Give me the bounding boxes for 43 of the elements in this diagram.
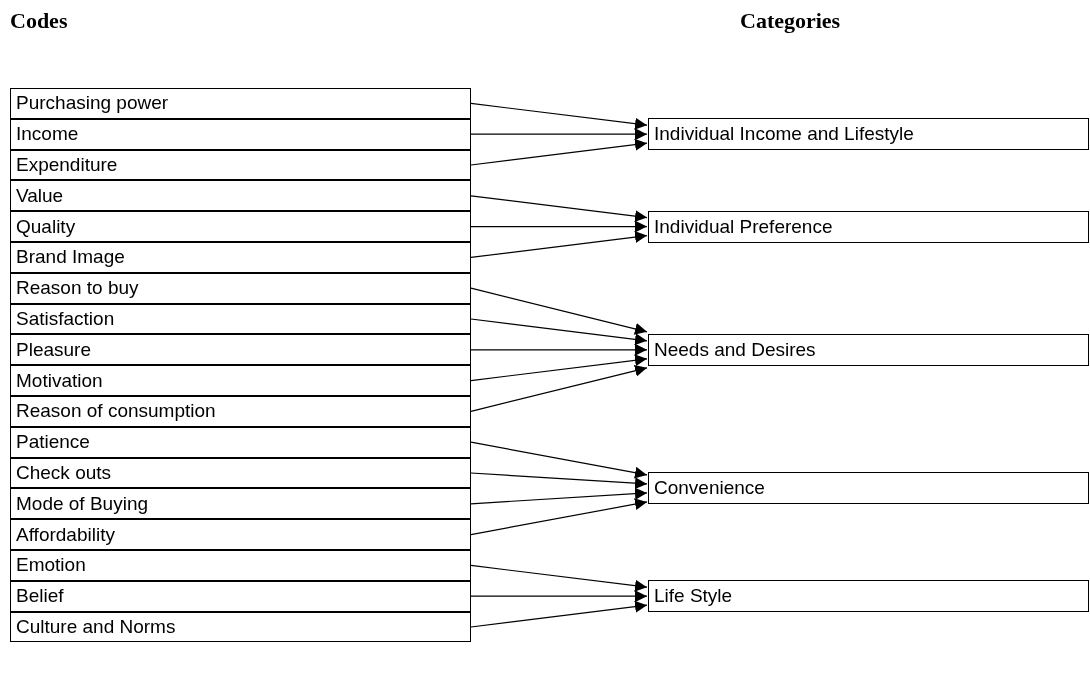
arrow (470, 600, 648, 628)
arrow (470, 195, 648, 223)
arrow (470, 102, 648, 130)
category-box: Individual Income and Lifestyle (648, 118, 1089, 151)
code-row: Satisfaction (10, 303, 471, 335)
code-row: Culture and Norms (10, 611, 471, 643)
code-row: Income (10, 118, 471, 150)
code-row: Patience (10, 426, 471, 458)
arrow (470, 564, 648, 592)
arrow (470, 472, 648, 490)
code-row: Pleasure (10, 334, 471, 366)
category-box: Individual Preference (648, 210, 1089, 243)
code-row: Brand Image (10, 242, 471, 273)
column-heading: Categories (740, 8, 841, 34)
arrow (470, 318, 648, 346)
code-row: Emotion (10, 550, 471, 581)
code-row: Check outs (10, 457, 471, 489)
arrow (470, 354, 648, 382)
code-row: Mode of Buying (10, 488, 471, 520)
code-row: Affordability (10, 519, 471, 550)
arrow (470, 590, 648, 603)
arrow (470, 287, 648, 335)
code-row: Purchasing power (10, 88, 471, 119)
category-box: Life Style (648, 580, 1089, 613)
arrow (470, 138, 648, 166)
code-row: Quality (10, 211, 471, 242)
arrow (470, 343, 648, 356)
code-row: Reason of consumption (10, 396, 471, 427)
column-heading: Codes (10, 8, 68, 34)
code-row: Expenditure (10, 149, 471, 181)
code-row: Value (10, 180, 471, 212)
category-box: Needs and Desires (648, 333, 1089, 366)
arrow (470, 220, 648, 233)
arrow (470, 128, 648, 141)
code-row: Belief (10, 580, 471, 612)
category-box: Convenience (648, 472, 1089, 505)
arrow (470, 487, 648, 505)
arrow (470, 498, 648, 536)
arrow (470, 364, 648, 412)
code-row: Reason to buy (10, 272, 471, 304)
arrow (470, 441, 648, 479)
arrow (470, 231, 648, 258)
code-row: Motivation (10, 365, 471, 396)
